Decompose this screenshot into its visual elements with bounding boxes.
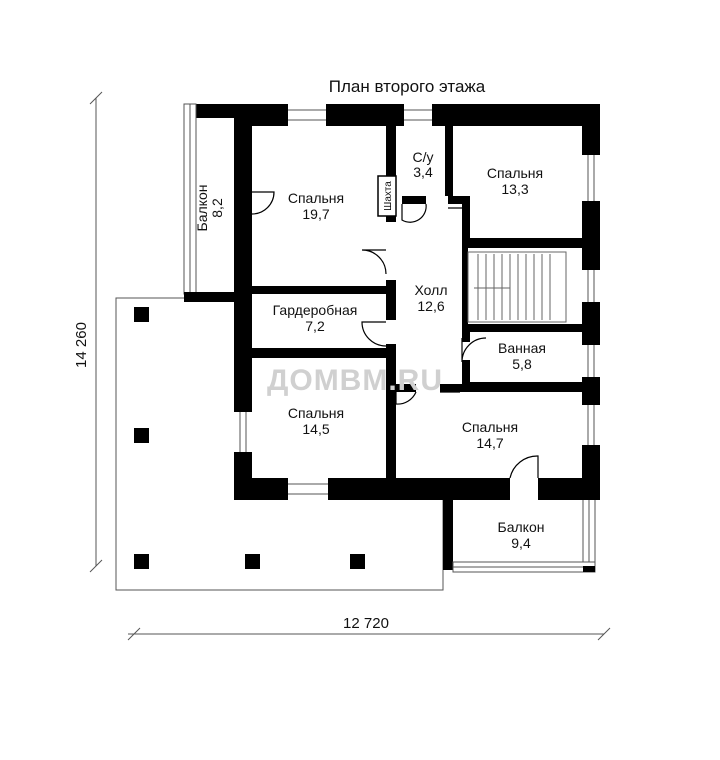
dimension-width: 12 720 (127, 615, 611, 641)
room-area-bedroom-nw: 19,7 (302, 206, 329, 222)
room-name-bathroom: Ванная (498, 340, 546, 356)
dimension-width-label: 12 720 (343, 615, 389, 632)
terrace-column (134, 554, 149, 569)
windows (234, 104, 600, 500)
balcony-south (443, 497, 596, 573)
room-name-balcony-w: Балкон (194, 185, 210, 232)
room-area-bathroom: 5,8 (512, 356, 532, 372)
dimension-height-label: 14 260 (73, 322, 90, 368)
room-area-bedroom-se: 14,7 (476, 435, 503, 451)
room-name-bedroom-se: Спальня (462, 419, 518, 435)
room-labels: Спальня 19,7 С/у 3,4 Спальня 13,3 Холл 1… (194, 149, 546, 551)
room-name-wc: С/у (413, 149, 434, 165)
room-name-bedroom-sw: Спальня (288, 405, 344, 421)
room-name-wardrobe: Гардеробная (273, 302, 358, 318)
terrace-column (350, 554, 365, 569)
shaft-label: Шахта (383, 181, 394, 211)
room-area-bedroom-sw: 14,5 (302, 421, 329, 437)
plan-title: План второго этажа (329, 77, 486, 96)
room-name-hall: Холл (415, 282, 448, 298)
room-area-balcony-s: 9,4 (511, 535, 531, 551)
dimension-height: 14 260 (73, 91, 103, 573)
terrace-column (245, 554, 260, 569)
staircase (467, 251, 567, 323)
balcony-west (183, 103, 234, 302)
interior-walls (252, 126, 582, 478)
room-area-hall: 12,6 (417, 298, 444, 314)
room-name-bedroom-ne: Спальня (487, 165, 543, 181)
terrace-column (134, 307, 149, 322)
watermark: ДОМВМ.RU (267, 364, 443, 397)
room-name-balcony-s: Балкон (498, 519, 545, 535)
doors (251, 191, 539, 479)
room-area-bedroom-ne: 13,3 (501, 181, 528, 197)
terrace-columns (134, 307, 365, 569)
room-area-wardrobe: 7,2 (305, 318, 325, 334)
shaft: Шахта (377, 175, 397, 217)
room-area-balcony-w: 8,2 (209, 198, 225, 218)
room-name-bedroom-nw: Спальня (288, 190, 344, 206)
room-area-wc: 3,4 (413, 164, 433, 180)
terrace-column (134, 428, 149, 443)
